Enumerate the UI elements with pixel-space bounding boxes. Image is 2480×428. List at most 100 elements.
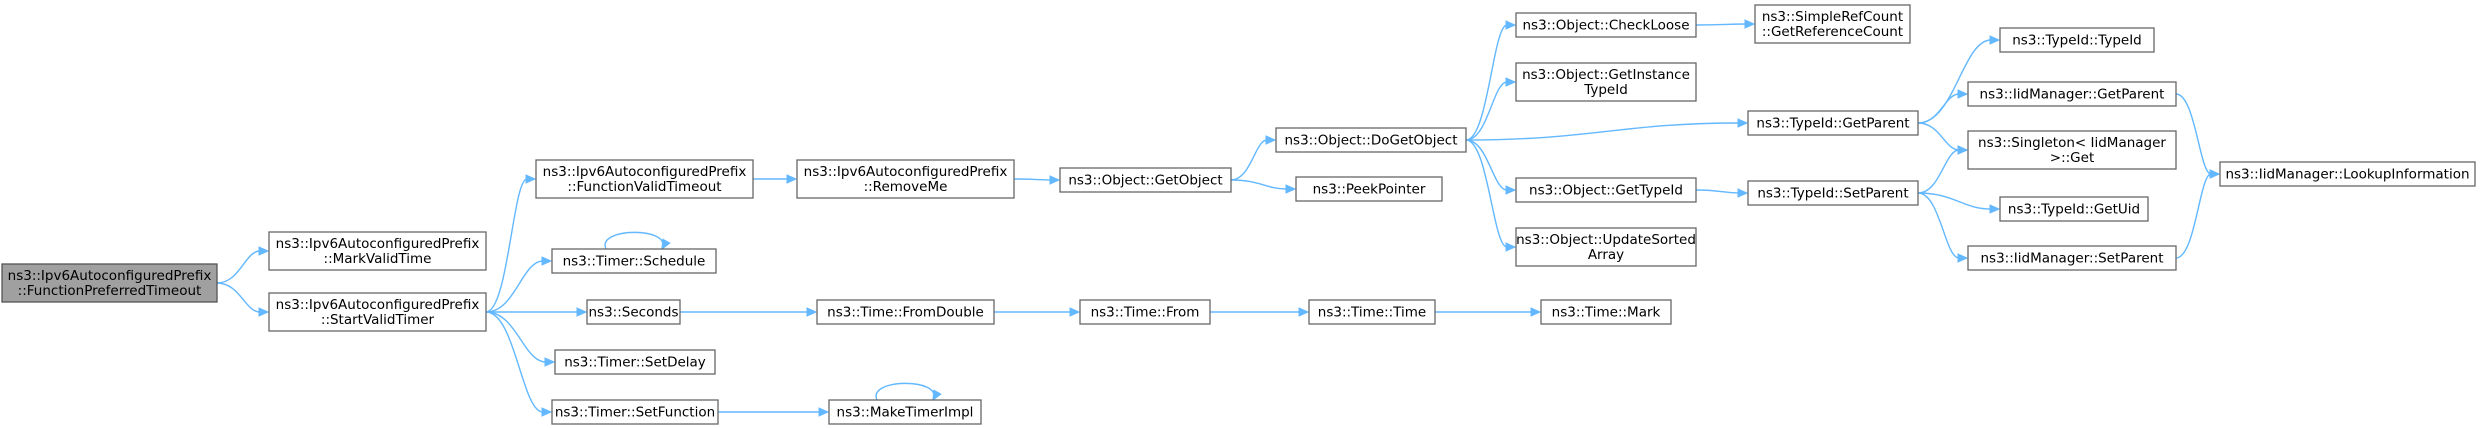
edge-getObject-to-peekPointer — [1230, 179, 1288, 190]
node-schedule[interactable]: ns3::Timer::Schedule — [551, 248, 717, 274]
node-funcValid[interactable]: ns3::Ipv6AutoconfiguredPrefix::FunctionV… — [535, 159, 754, 199]
node-label-startValid-0: ns3::Ipv6AutoconfiguredPrefix — [276, 297, 480, 313]
edge-tidGetParent-to-tidTypeId-arrowhead — [1989, 35, 2001, 45]
node-tidGetUid[interactable]: ns3::TypeId::GetUid — [1999, 196, 2149, 222]
node-getObject[interactable]: ns3::Object::GetObject — [1059, 167, 1232, 193]
node-label-refCount-1: ::GetReferenceCount — [1762, 24, 1903, 40]
node-lookupInfo[interactable]: ns3::IidManager::LookupInformation — [2219, 161, 2476, 187]
edge-schedule-to-schedule — [604, 231, 664, 250]
node-timeTime[interactable]: ns3::Time::Time — [1308, 299, 1436, 325]
edge-startValid-to-seconds-arrowhead — [576, 307, 588, 317]
edge-doGetObject-to-getInstance-arrowhead — [1505, 77, 1517, 87]
edge-checkLoose-to-refCount — [1695, 23, 1747, 26]
node-label-markValid-1: ::MarkValidTime — [324, 251, 432, 267]
node-iidSetParent[interactable]: ns3::IidManager::SetParent — [1967, 245, 2177, 271]
edge-makeTimer-to-makeTimer — [875, 382, 935, 401]
node-box-startValid — [268, 292, 487, 332]
edge-getObject-to-peekPointer-arrowhead — [1285, 184, 1297, 194]
node-label-singletonGet-0: ns3::Singleton< IidManager — [1978, 135, 2166, 151]
edge-schedule-to-schedule-arrowhead — [661, 238, 671, 251]
edge-seconds-to-fromDouble-arrowhead — [806, 307, 818, 317]
edge-root-to-markValid — [216, 250, 261, 284]
node-box-iidGetParent — [1967, 81, 2177, 107]
node-peekPointer[interactable]: ns3::PeekPointer — [1295, 176, 1443, 202]
nodes-layer: ns3::Ipv6AutoconfiguredPrefix::FunctionP… — [1, 4, 2476, 425]
node-singletonGet[interactable]: ns3::Singleton< IidManager >::Get — [1967, 130, 2177, 170]
edge-timeTime-to-timeMark-arrowhead — [1530, 307, 1542, 317]
node-fromDouble[interactable]: ns3::Time::FromDouble — [816, 299, 995, 325]
edge-startValid-to-setDelay — [485, 311, 547, 363]
node-box-doGetObject — [1275, 127, 1467, 153]
node-label-getObject-0: ns3::Object::GetObject — [1068, 173, 1222, 189]
node-iidGetParent[interactable]: ns3::IidManager::GetParent — [1967, 81, 2177, 107]
node-objGetTypeId[interactable]: ns3::Object::GetTypeId — [1515, 177, 1697, 203]
edge-makeTimer-to-makeTimer-arrowhead — [932, 389, 942, 402]
node-label-funcValid-0: ns3::Ipv6AutoconfiguredPrefix — [543, 164, 747, 180]
node-timeMark[interactable]: ns3::Time::Mark — [1540, 299, 1672, 325]
edge-tidSetParent-to-singletonGet-arrowhead — [1957, 145, 1969, 155]
node-checkLoose[interactable]: ns3::Object::CheckLoose — [1515, 12, 1697, 38]
edge-removeMe-to-getObject-arrowhead — [1049, 175, 1061, 185]
node-box-tidTypeId — [1999, 27, 2155, 53]
node-label-iidSetParent-0: ns3::IidManager::SetParent — [1981, 251, 2164, 267]
edge-funcValid-to-removeMe-arrowhead — [786, 174, 798, 184]
edge-doGetObject-to-tidGetParent-arrowhead — [1737, 118, 1749, 128]
node-makeTimer[interactable]: ns3::MakeTimerImpl — [828, 399, 982, 425]
edge-tidSetParent-to-iidSetParent — [1917, 192, 1960, 259]
node-box-tidGetParent — [1747, 110, 1919, 136]
edge-doGetObject-to-objGetTypeId-arrowhead — [1505, 185, 1517, 195]
edge-getObject-to-doGetObject — [1230, 139, 1268, 181]
node-label-updateSorted-0: ns3::Object::UpdateSorted — [1516, 232, 1696, 248]
node-markValid[interactable]: ns3::Ipv6AutoconfiguredPrefix::MarkValid… — [268, 231, 487, 271]
edge-iidSetParent-to-lookupInfo-arrowhead — [2209, 169, 2221, 179]
node-label-tidGetUid-0: ns3::TypeId::GetUid — [2008, 202, 2140, 218]
node-label-tidGetParent-0: ns3::TypeId::GetParent — [1756, 116, 1909, 132]
node-setDelay[interactable]: ns3::Timer::SetDelay — [554, 349, 716, 375]
node-box-refCount — [1754, 4, 1911, 44]
node-label-iidGetParent-0: ns3::IidManager::GetParent — [1980, 87, 2165, 103]
edge-getObject-to-doGetObject-arrowhead — [1265, 135, 1277, 145]
node-box-updateSorted — [1515, 227, 1697, 267]
node-timeFrom[interactable]: ns3::Time::From — [1079, 299, 1211, 325]
edge-objGetTypeId-to-tidSetParent-arrowhead — [1737, 188, 1749, 198]
node-refCount[interactable]: ns3::SimpleRefCount::GetReferenceCount — [1754, 4, 1911, 44]
node-label-schedule-0: ns3::Timer::Schedule — [563, 254, 706, 270]
edge-fromDouble-to-timeFrom-arrowhead — [1069, 307, 1081, 317]
node-box-iidSetParent — [1967, 245, 2177, 271]
edge-doGetObject-to-updateSorted-arrowhead — [1505, 242, 1517, 252]
node-tidGetParent[interactable]: ns3::TypeId::GetParent — [1747, 110, 1919, 136]
node-root[interactable]: ns3::Ipv6AutoconfiguredPrefix::FunctionP… — [1, 263, 218, 303]
node-box-setDelay — [554, 349, 716, 375]
edge-tidGetParent-to-iidGetParent — [1917, 93, 1960, 124]
edges-layer — [216, 19, 2221, 417]
node-box-markValid — [268, 231, 487, 271]
node-label-setDelay-0: ns3::Timer::SetDelay — [564, 355, 706, 371]
node-startValid[interactable]: ns3::Ipv6AutoconfiguredPrefix::StartVali… — [268, 292, 487, 332]
node-box-removeMe — [796, 159, 1015, 199]
edge-tidSetParent-to-singletonGet — [1917, 149, 1960, 194]
node-box-peekPointer — [1295, 176, 1443, 202]
edge-tidGetParent-to-iidGetParent-arrowhead — [1957, 89, 1969, 99]
node-label-objGetTypeId-0: ns3::Object::GetTypeId — [1529, 183, 1683, 199]
edge-tidSetParent-to-tidGetUid — [1917, 192, 1992, 210]
node-doGetObject[interactable]: ns3::Object::DoGetObject — [1275, 127, 1467, 153]
node-tidTypeId[interactable]: ns3::TypeId::TypeId — [1999, 27, 2155, 53]
node-label-seconds-0: ns3::Seconds — [589, 305, 679, 321]
node-tidSetParent[interactable]: ns3::TypeId::SetParent — [1747, 180, 1919, 206]
node-setFunction[interactable]: ns3::Timer::SetFunction — [551, 399, 719, 425]
edge-doGetObject-to-tidGetParent — [1465, 122, 1740, 141]
node-box-timeMark — [1540, 299, 1672, 325]
node-label-removeMe-0: ns3::Ipv6AutoconfiguredPrefix — [804, 164, 1008, 180]
edge-doGetObject-to-updateSorted — [1465, 139, 1508, 248]
edge-tidSetParent-to-tidGetUid-arrowhead — [1989, 204, 2001, 214]
node-box-checkLoose — [1515, 12, 1697, 38]
node-label-getInstance-0: ns3::Object::GetInstance — [1522, 67, 1690, 83]
edge-checkLoose-to-refCount-arrowhead — [1744, 19, 1756, 29]
node-box-seconds — [586, 299, 681, 325]
node-label-singletonGet-1: >::Get — [2050, 150, 2094, 166]
node-seconds[interactable]: ns3::Seconds — [586, 299, 681, 325]
node-removeMe[interactable]: ns3::Ipv6AutoconfiguredPrefix::RemoveMe — [796, 159, 1015, 199]
